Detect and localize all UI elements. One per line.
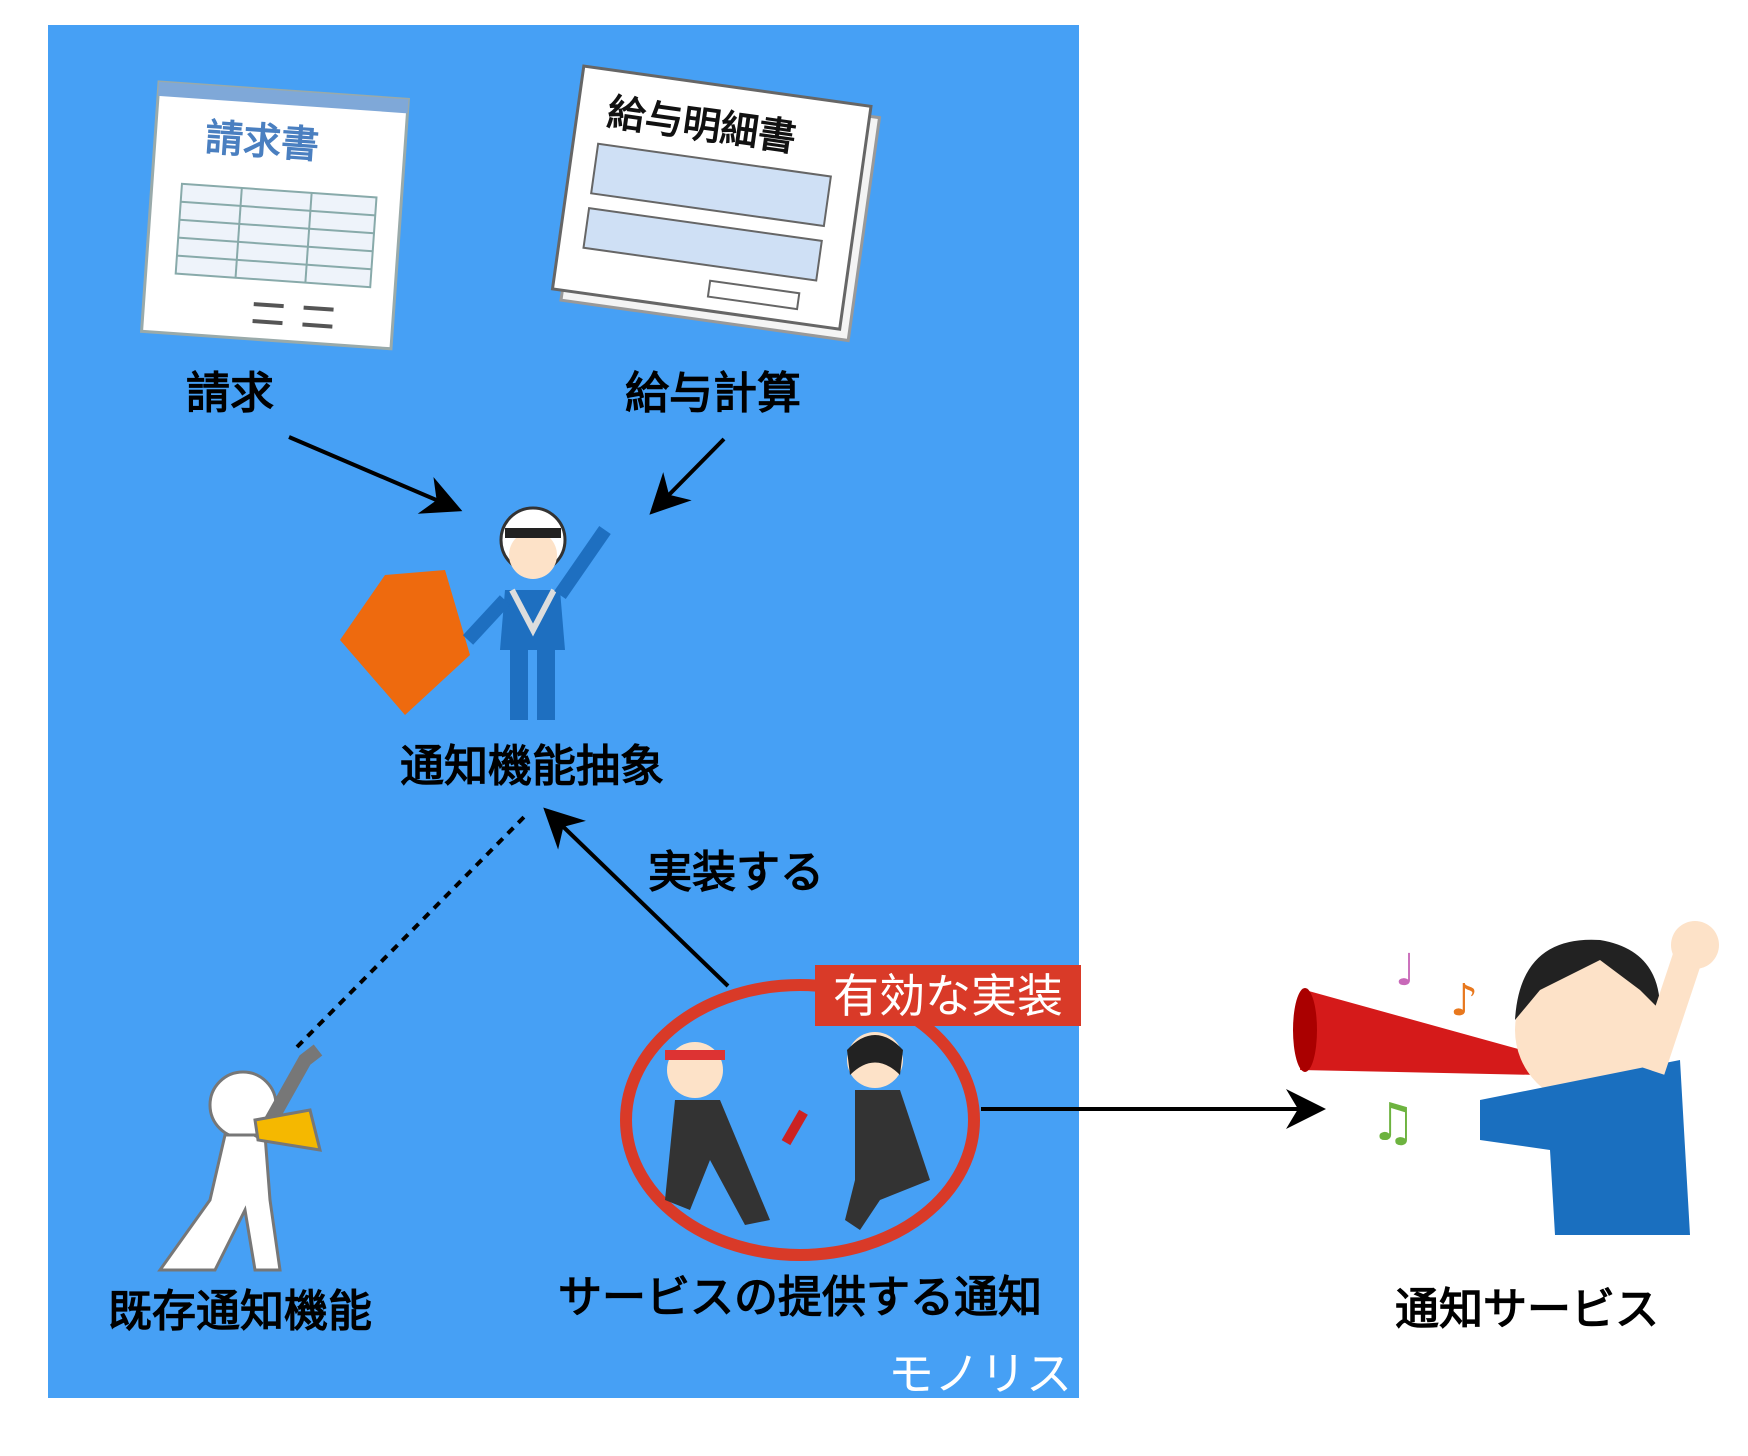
arrow-implements xyxy=(543,807,730,988)
dotted-legacy-link xyxy=(295,813,528,1049)
legacy-megaphone-person-icon xyxy=(157,1044,323,1272)
svg-text:♫: ♫ xyxy=(1370,1093,1417,1153)
monolith-label: モノリス xyxy=(888,1347,1072,1401)
invoice-title: 請求書 xyxy=(204,115,321,167)
payslip-document-icon: 給与明細書 xyxy=(550,64,882,343)
arrow-billing-to-abstraction xyxy=(288,435,463,514)
effective-implementation-badge xyxy=(815,965,1081,1026)
svg-text:♩: ♩ xyxy=(1395,945,1416,996)
effective-implementation-highlight xyxy=(620,979,980,1261)
billing-label: 請求 xyxy=(186,368,274,419)
implements-label: 実装する xyxy=(648,847,824,898)
relay-runners-icon xyxy=(665,1032,930,1230)
payroll-label: 給与計算 xyxy=(625,368,801,419)
external-service-label: 通知サービス xyxy=(1395,1284,1659,1335)
invoice-document-icon: 請求書 xyxy=(139,80,411,351)
vuvuzela-person-icon: ♩ ♪ ♫ xyxy=(1293,921,1719,1235)
service-impl-label: サービスの提供する通知 xyxy=(558,1272,1042,1323)
traffic-guard-icon xyxy=(340,506,611,720)
arrow-payroll-to-abstraction xyxy=(649,437,726,515)
abstraction-label: 通知機能抽象 xyxy=(400,741,664,792)
legacy-label: 既存通知機能 xyxy=(108,1286,372,1337)
svg-text:♪: ♪ xyxy=(1450,975,1478,1026)
effective-implementation-badge-label: 有効な実装 xyxy=(833,969,1063,1023)
